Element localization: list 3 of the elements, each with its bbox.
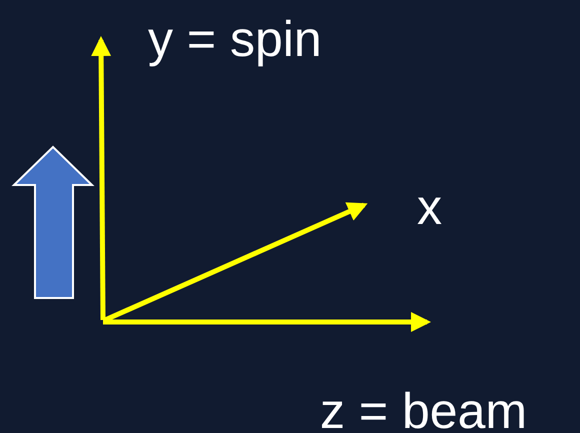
axis-label: z = beam (320, 386, 528, 433)
axis-label: y = spin (148, 14, 322, 64)
axis-label: x (417, 182, 442, 232)
